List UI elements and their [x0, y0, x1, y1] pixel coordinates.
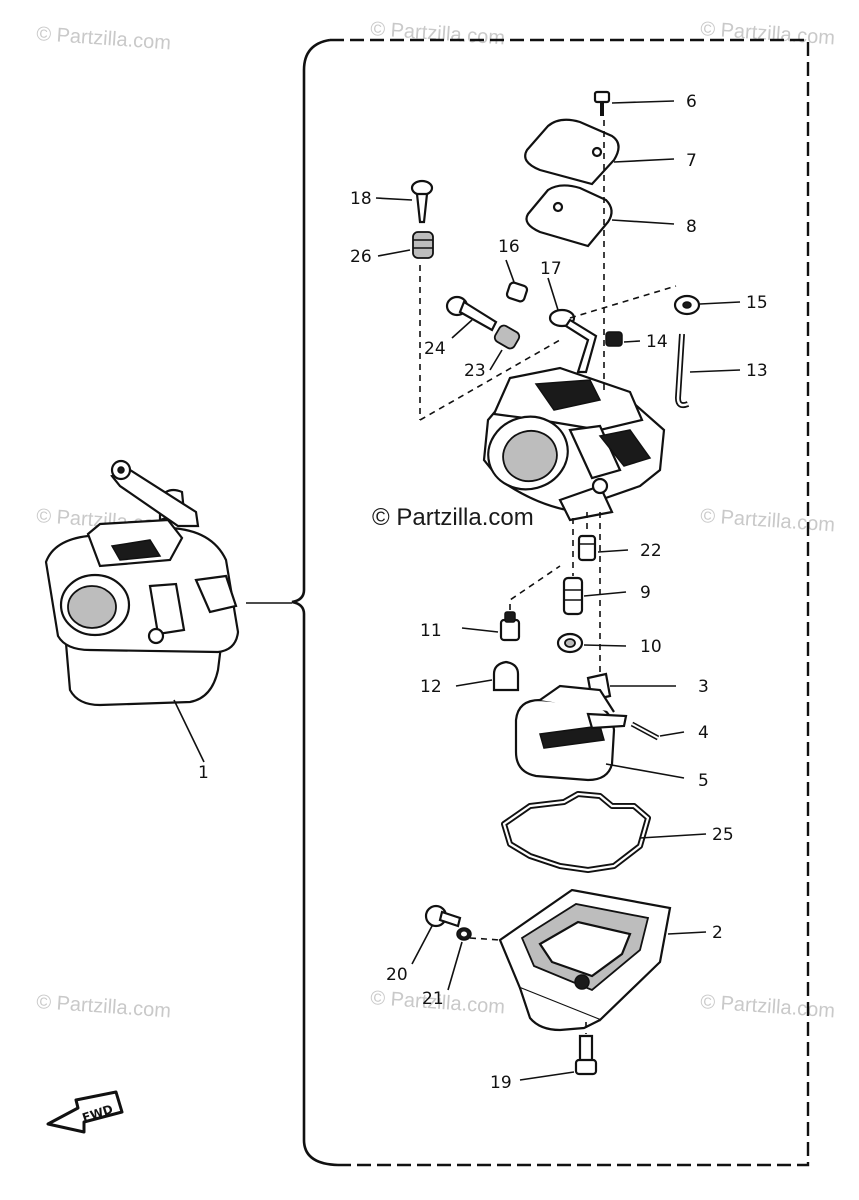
- callout-21: 21: [422, 989, 444, 1009]
- part-20-screw: [411, 904, 462, 965]
- part-23-spring: [489, 324, 521, 371]
- callout-17: 17: [540, 259, 562, 279]
- callout-2: 2: [712, 923, 723, 943]
- watermark-bottom-right: © Partzilla.com: [700, 991, 836, 1022]
- part-19-drain-screw: [519, 1022, 598, 1081]
- part-13-rod: [674, 333, 741, 409]
- part-4-pin: [630, 721, 685, 741]
- watermark-top-left: © Partzilla.com: [36, 23, 172, 54]
- part-21-washer: [447, 927, 501, 991]
- callout-25: 25: [712, 825, 734, 845]
- callout-11: 11: [420, 621, 442, 641]
- part-5-float: [514, 684, 685, 782]
- watermark-top-center: © Partzilla.com: [370, 18, 506, 49]
- part-15-nut: [673, 294, 741, 316]
- callout-14: 14: [646, 332, 668, 352]
- part-17-lever: [547, 277, 677, 374]
- part-9-jet: [562, 518, 627, 616]
- part-8-gasket: [525, 184, 675, 248]
- part-16-screw: [505, 259, 529, 303]
- callout-24: 24: [424, 339, 446, 359]
- callout-10: 10: [640, 637, 662, 657]
- callout-22: 22: [640, 541, 662, 561]
- part-26-spring: [377, 231, 434, 420]
- callout-19: 19: [490, 1073, 512, 1093]
- part-6-screw: [593, 90, 675, 116]
- part-10-washer: [556, 512, 627, 672]
- callout-1: 1: [198, 763, 209, 783]
- part-11-jet: [461, 565, 561, 642]
- part-12-plug: [455, 660, 520, 692]
- part-7-cover: [524, 118, 675, 186]
- part-2-float-bowl: [498, 888, 707, 1032]
- part-24-screw: [445, 295, 498, 339]
- callout-26: 26: [350, 247, 372, 267]
- callout-13: 13: [746, 361, 768, 381]
- callout-3: 3: [698, 677, 709, 697]
- callout-15: 15: [746, 293, 768, 313]
- watermark-mid-right: © Partzilla.com: [700, 505, 836, 536]
- callout-23: 23: [464, 361, 486, 381]
- fwd-arrow-icon: FWD: [46, 1090, 124, 1134]
- watermark-top-right: © Partzilla.com: [700, 18, 836, 49]
- callout-labels: 1 2 3 4 5 6 7 8 9 10 11 12 13 14 15 16 1…: [198, 92, 768, 1093]
- callout-5: 5: [698, 771, 709, 791]
- callout-12: 12: [420, 677, 442, 697]
- part-25-gasket: [501, 791, 707, 873]
- part-18-screw: [375, 179, 434, 224]
- callout-20: 20: [386, 965, 408, 985]
- callout-8: 8: [686, 217, 697, 237]
- watermark-bottom-left: © Partzilla.com: [36, 991, 172, 1022]
- carburetor-body: [419, 120, 666, 522]
- watermark-center: © Partzilla.com: [372, 504, 534, 531]
- part-14-fitting: [605, 331, 641, 347]
- callout-18: 18: [350, 189, 372, 209]
- callout-6: 6: [686, 92, 697, 112]
- assembled-carburetor: [44, 459, 240, 763]
- callout-16: 16: [498, 237, 520, 257]
- callout-9: 9: [640, 583, 651, 603]
- callout-4: 4: [698, 723, 709, 743]
- exploded-view-frame: [246, 38, 810, 1167]
- part-22-jet: [577, 512, 629, 562]
- callout-7: 7: [686, 151, 697, 171]
